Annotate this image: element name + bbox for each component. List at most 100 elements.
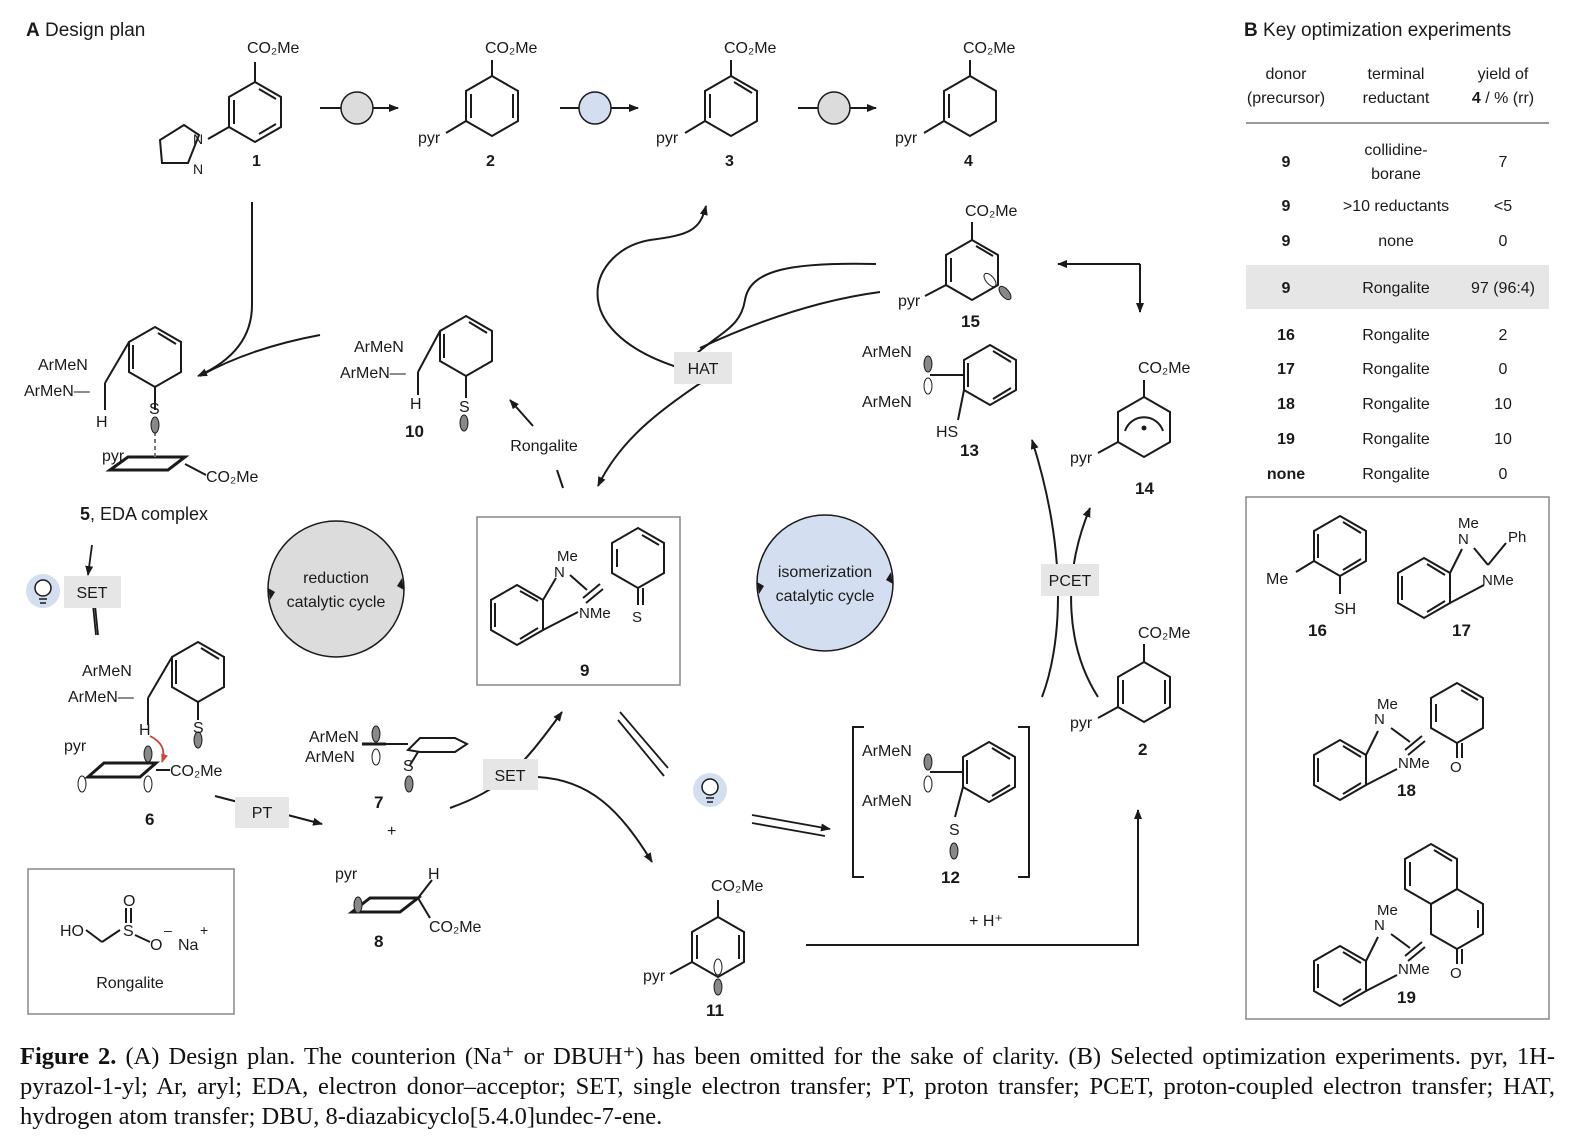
compound-label-19: 19 xyxy=(1397,988,1416,1007)
pyr-label: pyr xyxy=(643,968,666,985)
yield-cell: 2 xyxy=(1499,327,1508,344)
nme-label: NMe xyxy=(1398,755,1430,772)
armen-label: ArMeN— xyxy=(68,689,134,706)
pyr-label: pyr xyxy=(1070,450,1093,467)
set-step-box xyxy=(64,576,121,608)
yield-cell: 0 xyxy=(1499,233,1508,250)
h-label: H xyxy=(428,866,440,883)
armen-label: ArMeN xyxy=(862,394,912,411)
compound-label-2b: 2 xyxy=(1138,740,1147,759)
reductant-cell: collidine- xyxy=(1364,142,1427,159)
yield-cell: 0 xyxy=(1499,466,1508,483)
me-label: Me xyxy=(1377,902,1398,919)
compound-label-8: 8 xyxy=(374,932,383,951)
me-label: Me xyxy=(1266,571,1288,588)
compound-label-2: 2 xyxy=(486,153,495,170)
co2me-label: CO₂Me xyxy=(965,203,1018,220)
donor-cell: 18 xyxy=(1277,396,1295,413)
lightbulb-icon xyxy=(26,574,60,608)
co2me-label: CO₂Me xyxy=(429,919,482,936)
compound-label-12: 12 xyxy=(941,868,960,887)
armen-label: ArMeN xyxy=(82,663,132,680)
armen-label: ArMeN xyxy=(354,339,404,356)
reductant-cell: none xyxy=(1378,233,1414,250)
compound-label-15: 15 xyxy=(961,312,980,331)
figure-caption: Figure 2. (A) Design plan. The counterio… xyxy=(20,1042,1555,1132)
lightbulb-icon xyxy=(693,773,727,807)
hat-step-box xyxy=(674,352,732,384)
compound-label-13: 13 xyxy=(960,441,979,460)
co2me-label: CO₂Me xyxy=(724,40,777,57)
compound-6 xyxy=(84,640,225,779)
compound-2-right xyxy=(1097,644,1171,724)
compound-14 xyxy=(1097,380,1171,459)
compound-5 xyxy=(104,325,207,476)
n-label: N xyxy=(1374,711,1385,728)
hat-step-label: HAT xyxy=(688,361,719,378)
donor-cell: 9 xyxy=(1282,198,1291,215)
armen-label: ArMeN xyxy=(862,793,912,810)
co2me-label: CO₂Me xyxy=(1138,625,1191,642)
pyr-label: pyr xyxy=(1070,715,1093,732)
compound-9 xyxy=(490,526,665,647)
s-label: S xyxy=(123,923,134,940)
pyr-label: pyr xyxy=(656,130,679,147)
cycle-label: isomerization xyxy=(778,564,872,581)
h-label: H xyxy=(96,414,108,431)
armen-label: ArMeN xyxy=(38,357,88,374)
rongalite-box xyxy=(27,868,235,1015)
table-header-cell: yield of xyxy=(1478,66,1529,83)
pyr-label: pyr xyxy=(64,738,87,755)
cycle-icon xyxy=(578,91,612,125)
n-label: N xyxy=(193,161,203,177)
plus-h-label: + H⁺ xyxy=(969,913,1003,930)
compound-label-4: 4 xyxy=(964,153,973,170)
ho-label: HO xyxy=(60,923,84,940)
pyr-label: pyr xyxy=(102,448,125,465)
table-header-cell: reductant xyxy=(1363,90,1430,107)
s-label: S xyxy=(459,399,470,416)
reductant-cell: Rongalite xyxy=(1362,327,1430,344)
compound-19 xyxy=(1313,842,1484,1008)
yield-cell: 97 (96:4) xyxy=(1471,280,1535,297)
yield-cell: 0 xyxy=(1499,361,1508,378)
compound-9-box xyxy=(476,516,681,686)
pcet-step-label: PCET xyxy=(1049,573,1092,590)
pcet-step-box xyxy=(1041,564,1099,596)
table-header-cell: terminal xyxy=(1368,66,1425,83)
compound-18 xyxy=(1313,681,1484,802)
o-label: O xyxy=(123,893,135,910)
compound-13 xyxy=(930,343,1017,421)
compound-label-6: 6 xyxy=(145,810,154,829)
na-label: Na xyxy=(178,937,199,954)
rongalite-box-label: Rongalite xyxy=(96,975,164,992)
me-label: Me xyxy=(1458,515,1479,532)
caption-text: (A) Design plan. The counterion (Na⁺ or … xyxy=(20,1043,1555,1130)
s-label: S xyxy=(149,401,160,418)
n-label: N xyxy=(554,564,565,581)
compound-label-14: 14 xyxy=(1135,479,1154,498)
donor-structures-box xyxy=(1245,496,1550,1020)
rongalite-structure xyxy=(85,908,151,943)
compound-8 xyxy=(347,879,433,919)
pt-step-label: PT xyxy=(252,805,273,822)
n-label: N xyxy=(193,131,203,147)
cycle-icon xyxy=(340,91,374,125)
cycle-label: catalytic cycle xyxy=(287,594,386,611)
table-header-cell: donor xyxy=(1266,66,1308,83)
armen-label: ArMeN— xyxy=(340,365,406,382)
sh-label: SH xyxy=(1334,601,1356,618)
compound-7 xyxy=(362,737,469,766)
me-label: Me xyxy=(1377,696,1398,713)
donor-cell: none xyxy=(1267,466,1305,483)
co2me-label: CO₂Me xyxy=(485,40,538,57)
compound-12 xyxy=(930,740,1016,818)
compound-10 xyxy=(417,314,493,398)
cycle-label: catalytic cycle xyxy=(776,588,875,605)
n-label: N xyxy=(1374,917,1385,934)
donor-cell: 17 xyxy=(1277,361,1295,378)
reductant-cell: Rongalite xyxy=(1362,466,1430,483)
pyr-label: pyr xyxy=(895,130,918,147)
